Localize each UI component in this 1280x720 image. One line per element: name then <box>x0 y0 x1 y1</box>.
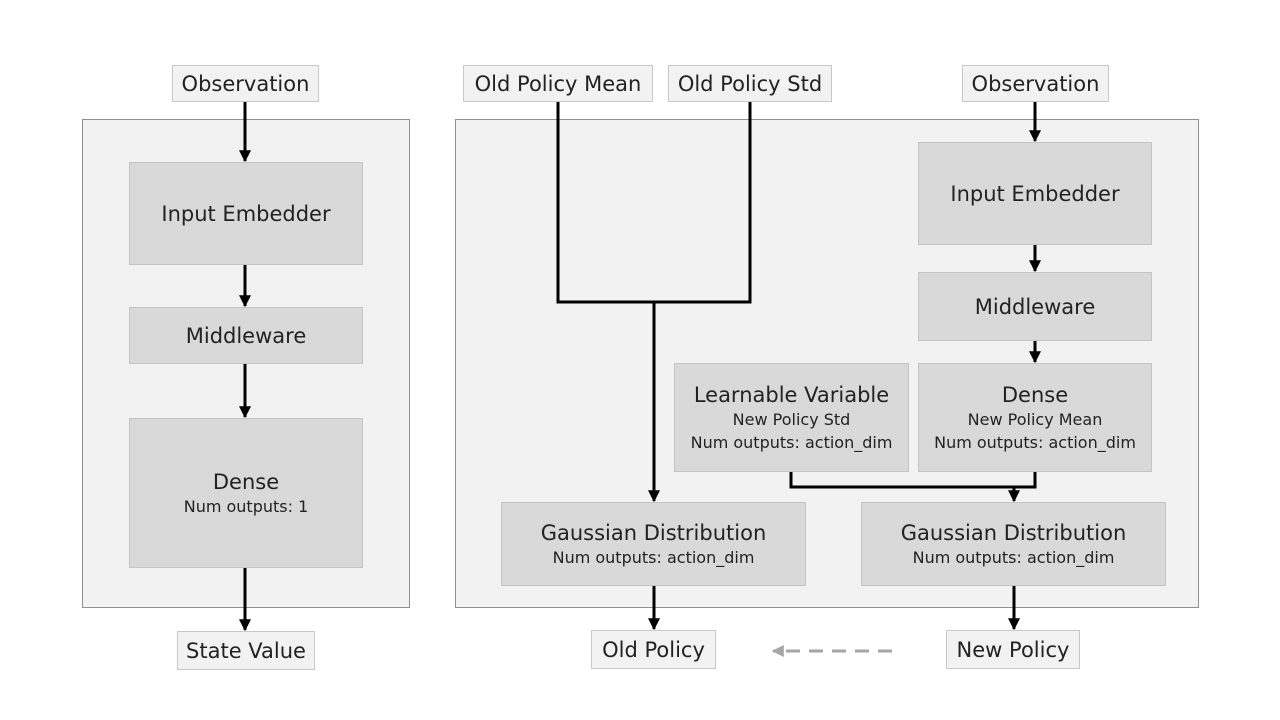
gaussian-old-title: Gaussian Distribution <box>540 520 767 545</box>
actor-dense-outputs: Num outputs: action_dim <box>934 432 1136 452</box>
critic-dense-title: Dense <box>212 469 280 494</box>
gaussian-new-title: Gaussian Distribution <box>900 520 1127 545</box>
actor-dense-sub: New Policy Mean <box>967 409 1103 429</box>
critic-middleware-box: Middleware <box>129 307 363 364</box>
critic-input-embedder-title: Input Embedder <box>161 201 331 226</box>
learnable-variable-sub: New Policy Std <box>732 409 851 429</box>
learnable-variable-outputs: Num outputs: action_dim <box>690 432 893 452</box>
state-value-label: State Value <box>177 631 315 670</box>
actor-dense-title: Dense <box>1001 382 1069 407</box>
critic-dense-box: Dense Num outputs: 1 <box>129 418 363 568</box>
actor-input-embedder-box: Input Embedder <box>918 142 1152 245</box>
critic-middleware-title: Middleware <box>185 323 307 348</box>
gaussian-old-outputs: Num outputs: action_dim <box>552 547 755 567</box>
critic-observation-label: Observation <box>172 65 319 102</box>
learnable-variable-title: Learnable Variable <box>693 382 890 407</box>
critic-dense-outputs: Num outputs: 1 <box>183 496 309 516</box>
wire-old-mean-std-merge <box>556 102 752 304</box>
actor-dense-box: Dense New Policy Mean Num outputs: actio… <box>918 363 1152 472</box>
actor-middleware-title: Middleware <box>974 294 1096 319</box>
old-policy-mean-label: Old Policy Mean <box>463 65 653 102</box>
gaussian-new-outputs: Num outputs: action_dim <box>912 547 1115 567</box>
actor-input-embedder-title: Input Embedder <box>950 181 1120 206</box>
critic-input-embedder-box: Input Embedder <box>129 162 363 265</box>
actor-middleware-box: Middleware <box>918 272 1152 341</box>
learnable-variable-box: Learnable Variable New Policy Std Num ou… <box>674 363 909 472</box>
actor-observation-label: Observation <box>962 65 1109 102</box>
gaussian-old-box: Gaussian Distribution Num outputs: actio… <box>501 502 806 586</box>
old-policy-label: Old Policy <box>591 630 716 669</box>
gaussian-new-box: Gaussian Distribution Num outputs: actio… <box>861 502 1166 586</box>
old-policy-std-label: Old Policy Std <box>668 65 832 102</box>
wire-learnable-dense-merge <box>789 472 1037 489</box>
new-policy-label: New Policy <box>946 630 1080 669</box>
